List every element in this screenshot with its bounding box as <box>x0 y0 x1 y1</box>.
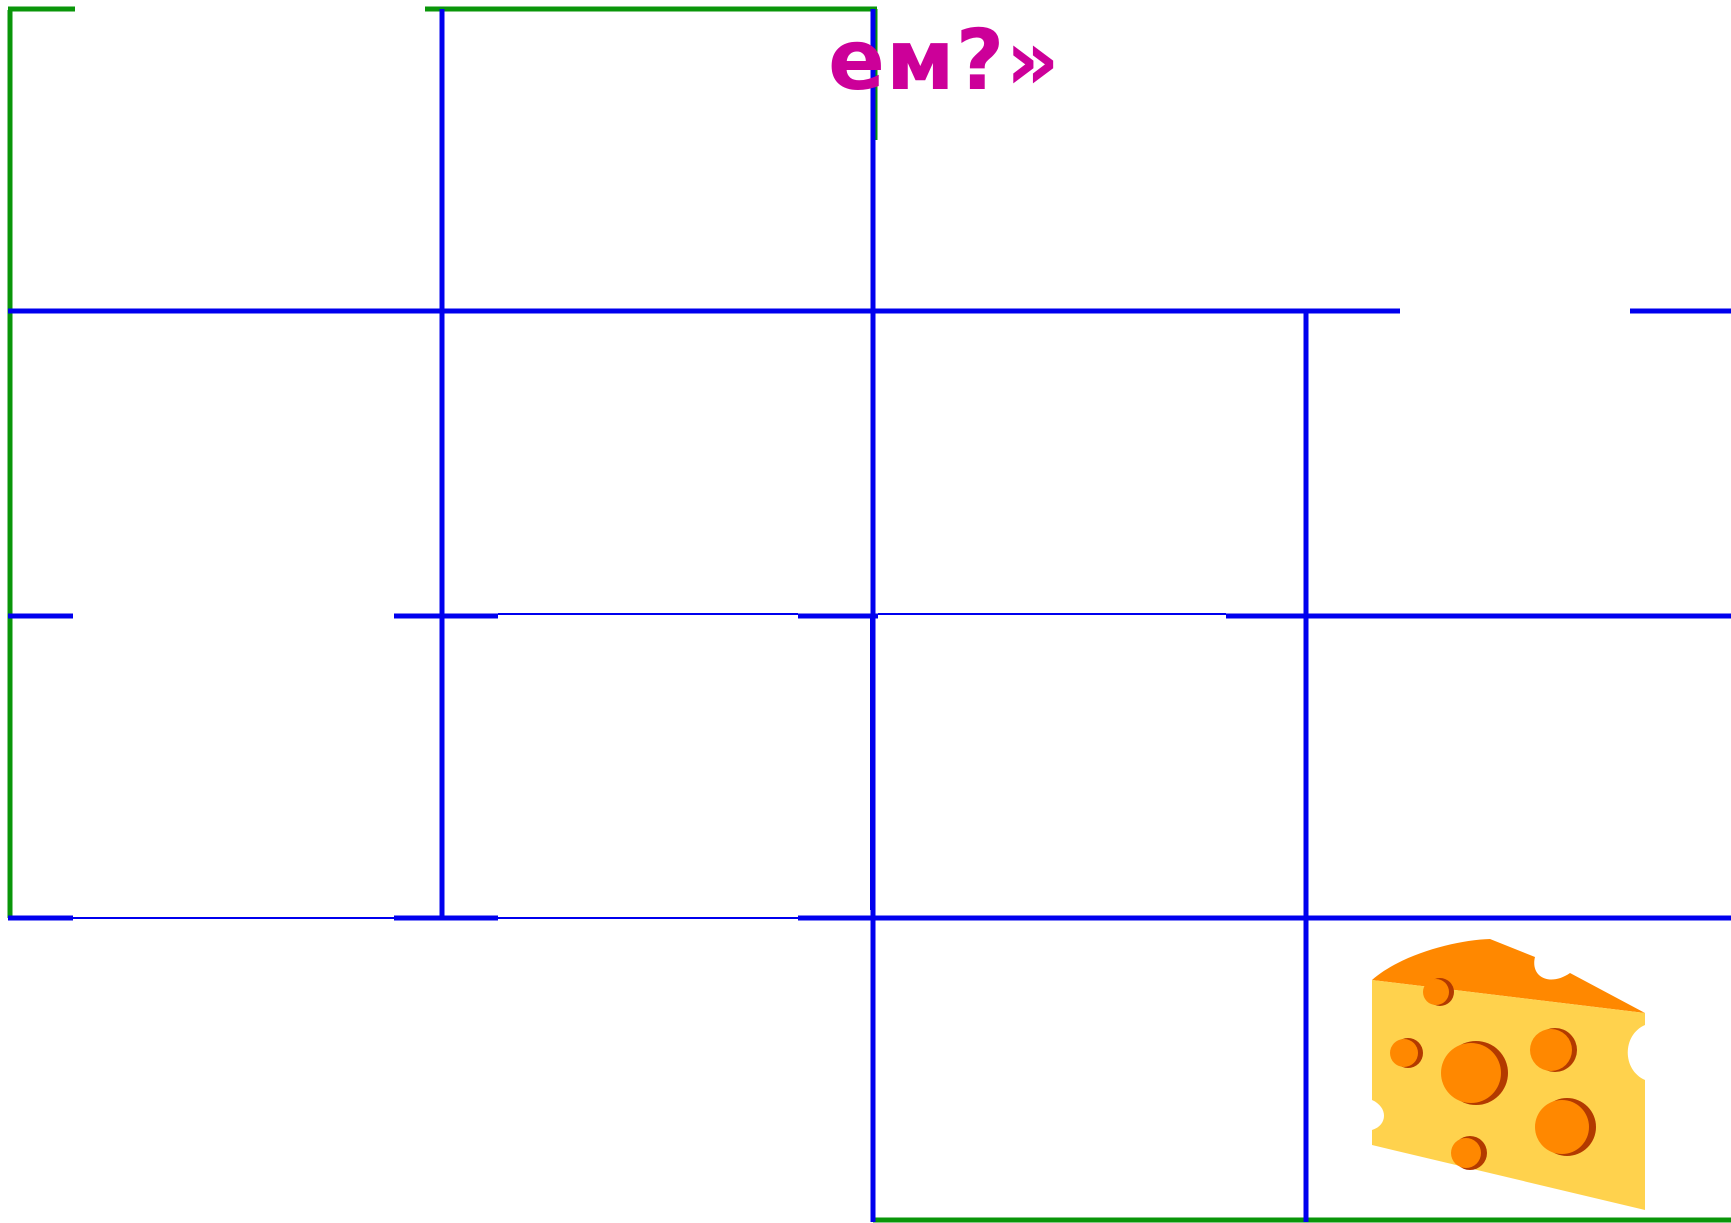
page-title: ем?» <box>828 18 1061 102</box>
cheese-icon[interactable] <box>1360 935 1650 1220</box>
maze-thin-walls <box>73 614 1226 918</box>
